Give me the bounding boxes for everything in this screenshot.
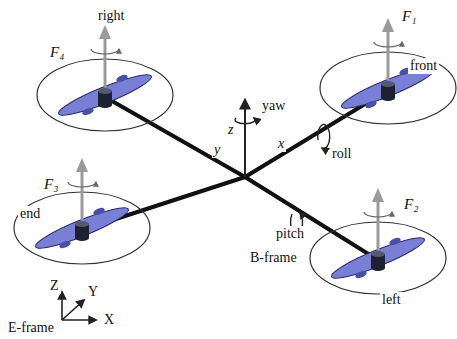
axis-name: Y: [86, 284, 100, 300]
frame-name: E-frame: [6, 320, 56, 336]
rotor-name: end: [18, 206, 42, 222]
frame-name: B-frame: [248, 250, 299, 266]
axis-name: y: [212, 142, 222, 158]
force-label: F₂: [402, 196, 420, 213]
rotor-name: front: [408, 58, 439, 74]
rotor-end: [14, 158, 150, 264]
rotation-name: roll: [330, 146, 353, 162]
arms: [82, 90, 388, 260]
body-axes: [200, 100, 330, 234]
axis-name: yaw: [260, 98, 287, 114]
rotation-name: pitch: [274, 226, 306, 242]
axis-name: X: [102, 312, 116, 328]
force-label: F₁: [400, 8, 418, 25]
rotor-left: [310, 188, 446, 294]
rotor-name: left: [380, 292, 403, 308]
axis-name: z: [226, 122, 235, 138]
force-label: F₃: [42, 176, 60, 193]
rotor-name: right: [96, 8, 126, 24]
axis-name: Z: [48, 278, 61, 294]
force-label: F₄: [48, 44, 66, 61]
axis-name: x: [276, 136, 286, 152]
rotor-front: [320, 18, 456, 124]
rotor-right: [37, 25, 173, 131]
